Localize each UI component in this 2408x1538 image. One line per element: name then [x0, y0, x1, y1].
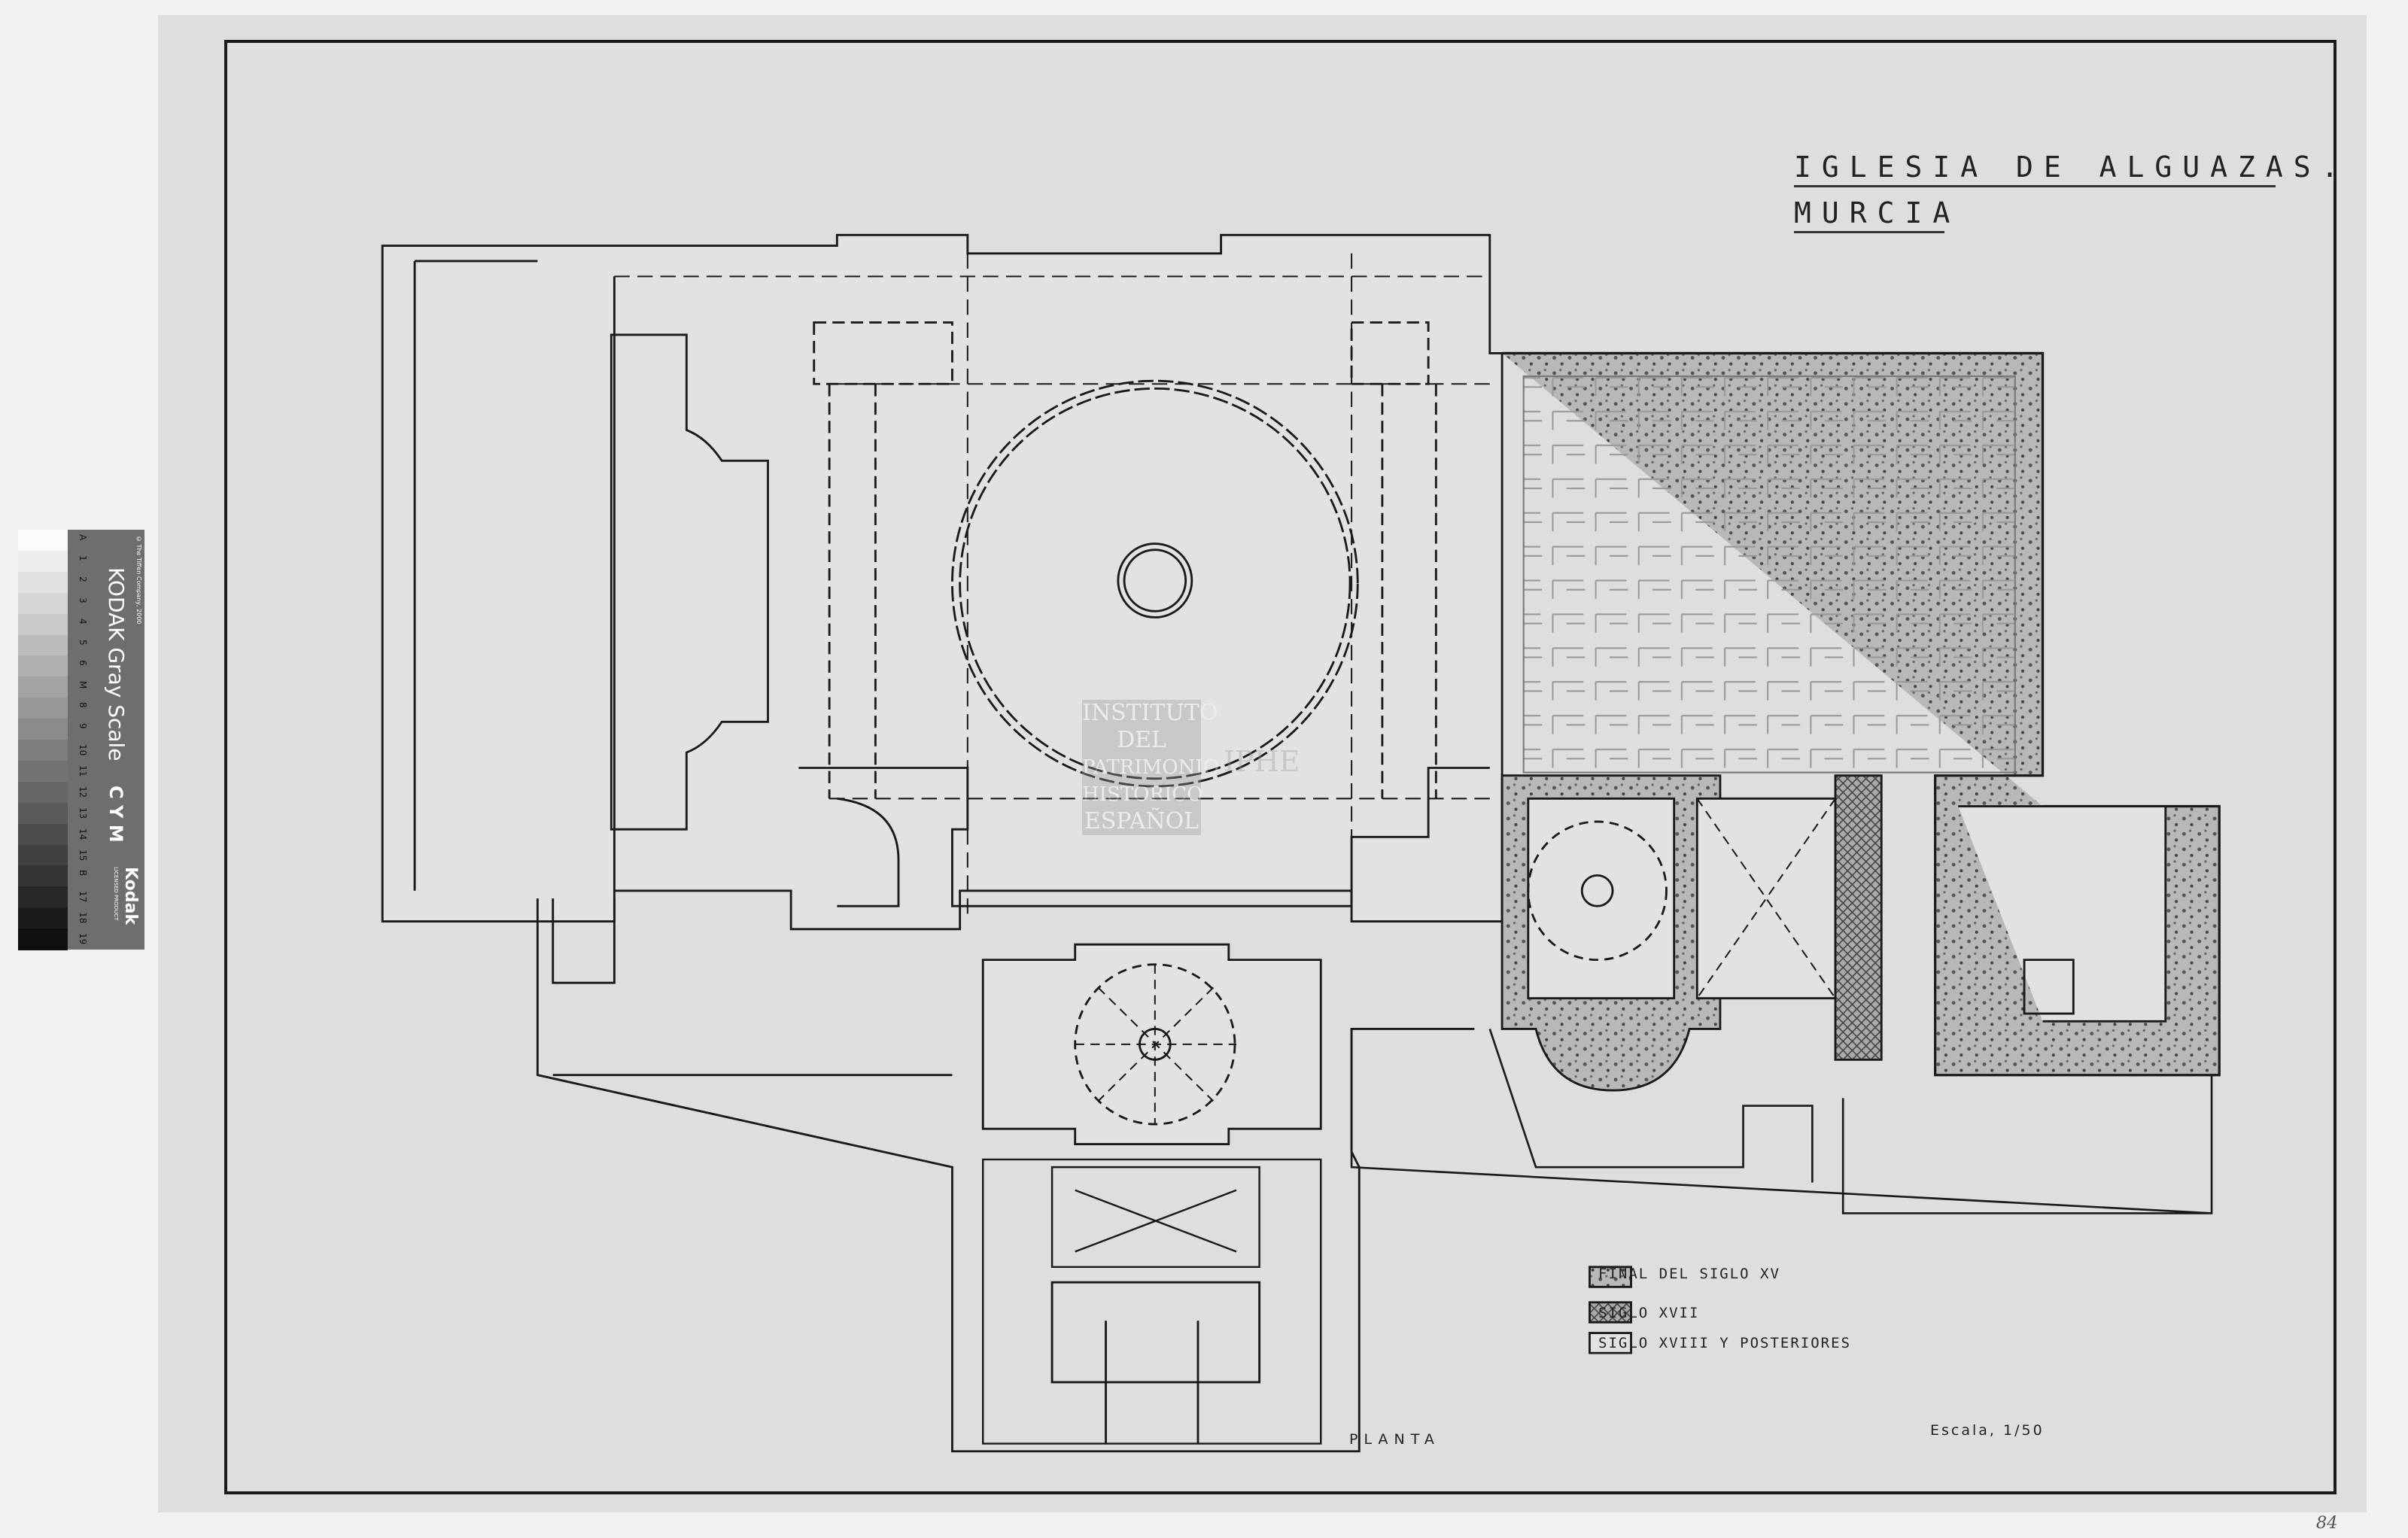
gray-step-label: 4	[78, 618, 88, 625]
cym-c: C	[105, 786, 126, 799]
gray-step-label: 10	[78, 744, 88, 756]
gray-step-label: B	[78, 870, 88, 877]
gray-swatch	[18, 634, 68, 657]
kodak-copyright: © The Tiffen Company, 2000	[135, 536, 142, 625]
corner-mark: 84	[2316, 1513, 2338, 1533]
gray-step-label: 13	[78, 807, 88, 819]
legend-item-siglo-xviii: SIGLO XVIII Y POSTERIORES	[1598, 1335, 1851, 1351]
gray-step-label: 18	[78, 912, 88, 924]
gray-swatch	[18, 760, 68, 783]
kodak-licensed: LICENSED PRODUCT	[113, 867, 119, 921]
gray-step-label: 3	[78, 597, 88, 603]
legend-item-siglo-xv: FINAL DEL SIGLO XV	[1598, 1266, 1780, 1282]
kodak-gray-scale-card: KODAK Gray Scale © The Tiffen Company, 2…	[18, 530, 144, 950]
title-line-1: IGLESIA DE ALGUAZAS.	[1794, 150, 2339, 187]
watermark-line: PATRIMONIO	[1082, 754, 1219, 781]
gray-step-label: 2	[78, 576, 88, 582]
gray-swatch	[18, 781, 68, 804]
gray-step-label: 5	[78, 639, 88, 646]
kodak-title: KODAK Gray Scale	[104, 567, 129, 761]
cym-m: M	[105, 824, 126, 843]
watermark-line: ESPAÑOL	[1082, 808, 1201, 835]
legend-item-siglo-xvii: SIGLO XVII	[1598, 1305, 1700, 1321]
gray-swatch	[18, 530, 68, 552]
watermark-line: INSTITUTO	[1082, 700, 1218, 727]
cym-y: Y	[105, 804, 126, 819]
gray-step-label: 11	[78, 764, 88, 777]
gray-swatch	[18, 886, 68, 909]
gray-swatch	[18, 613, 68, 636]
plan-label: PLANTA	[1349, 1431, 1440, 1448]
floor-plan: 84	[381, 233, 2338, 1533]
kodak-cym: C Y M	[105, 786, 126, 843]
gray-swatch	[18, 698, 68, 720]
title-line-2: MURCIA	[1794, 196, 1950, 233]
gray-swatch	[18, 719, 68, 740]
scale-label: Escala, 1/50	[1930, 1422, 2045, 1439]
gray-swatch	[18, 844, 68, 867]
gray-swatch	[18, 740, 68, 761]
gray-step-label: 15	[78, 849, 88, 861]
watermark-line: HISTORICO	[1082, 781, 1202, 808]
gray-step-label: 14	[78, 828, 88, 840]
gray-swatch	[18, 676, 68, 699]
gray-step-label: 19	[78, 933, 88, 945]
watermark-line: DEL	[1082, 727, 1201, 754]
gray-step-label: 17	[78, 891, 88, 903]
gray-step-label: 9	[78, 723, 88, 729]
gray-swatch	[18, 571, 68, 594]
gray-step-label: 6	[78, 660, 88, 667]
kodak-brand: Kodak	[121, 867, 140, 925]
iphe-logo: IPHE	[1224, 745, 1300, 778]
gray-step-label: M	[78, 681, 88, 689]
drawing-title: IGLESIA DE ALGUAZAS. MURCIA	[1794, 150, 2339, 233]
gray-swatch	[18, 592, 68, 615]
gray-swatch	[18, 865, 68, 888]
gray-step-label: 1	[78, 555, 88, 561]
gray-step-label: A	[78, 534, 88, 541]
gray-swatch	[18, 802, 68, 825]
drawing-border	[224, 40, 2337, 1494]
gray-step-label: 8	[78, 702, 88, 708]
iphe-watermark: INSTITUTO DEL PATRIMONIO HISTORICO ESPAÑ…	[1073, 700, 1336, 835]
gray-swatch	[18, 550, 68, 573]
gray-swatch	[18, 823, 68, 846]
gray-step-label: 12	[78, 786, 88, 798]
gray-swatch	[18, 929, 68, 950]
gray-swatch	[18, 655, 68, 678]
gray-swatch	[18, 907, 68, 930]
